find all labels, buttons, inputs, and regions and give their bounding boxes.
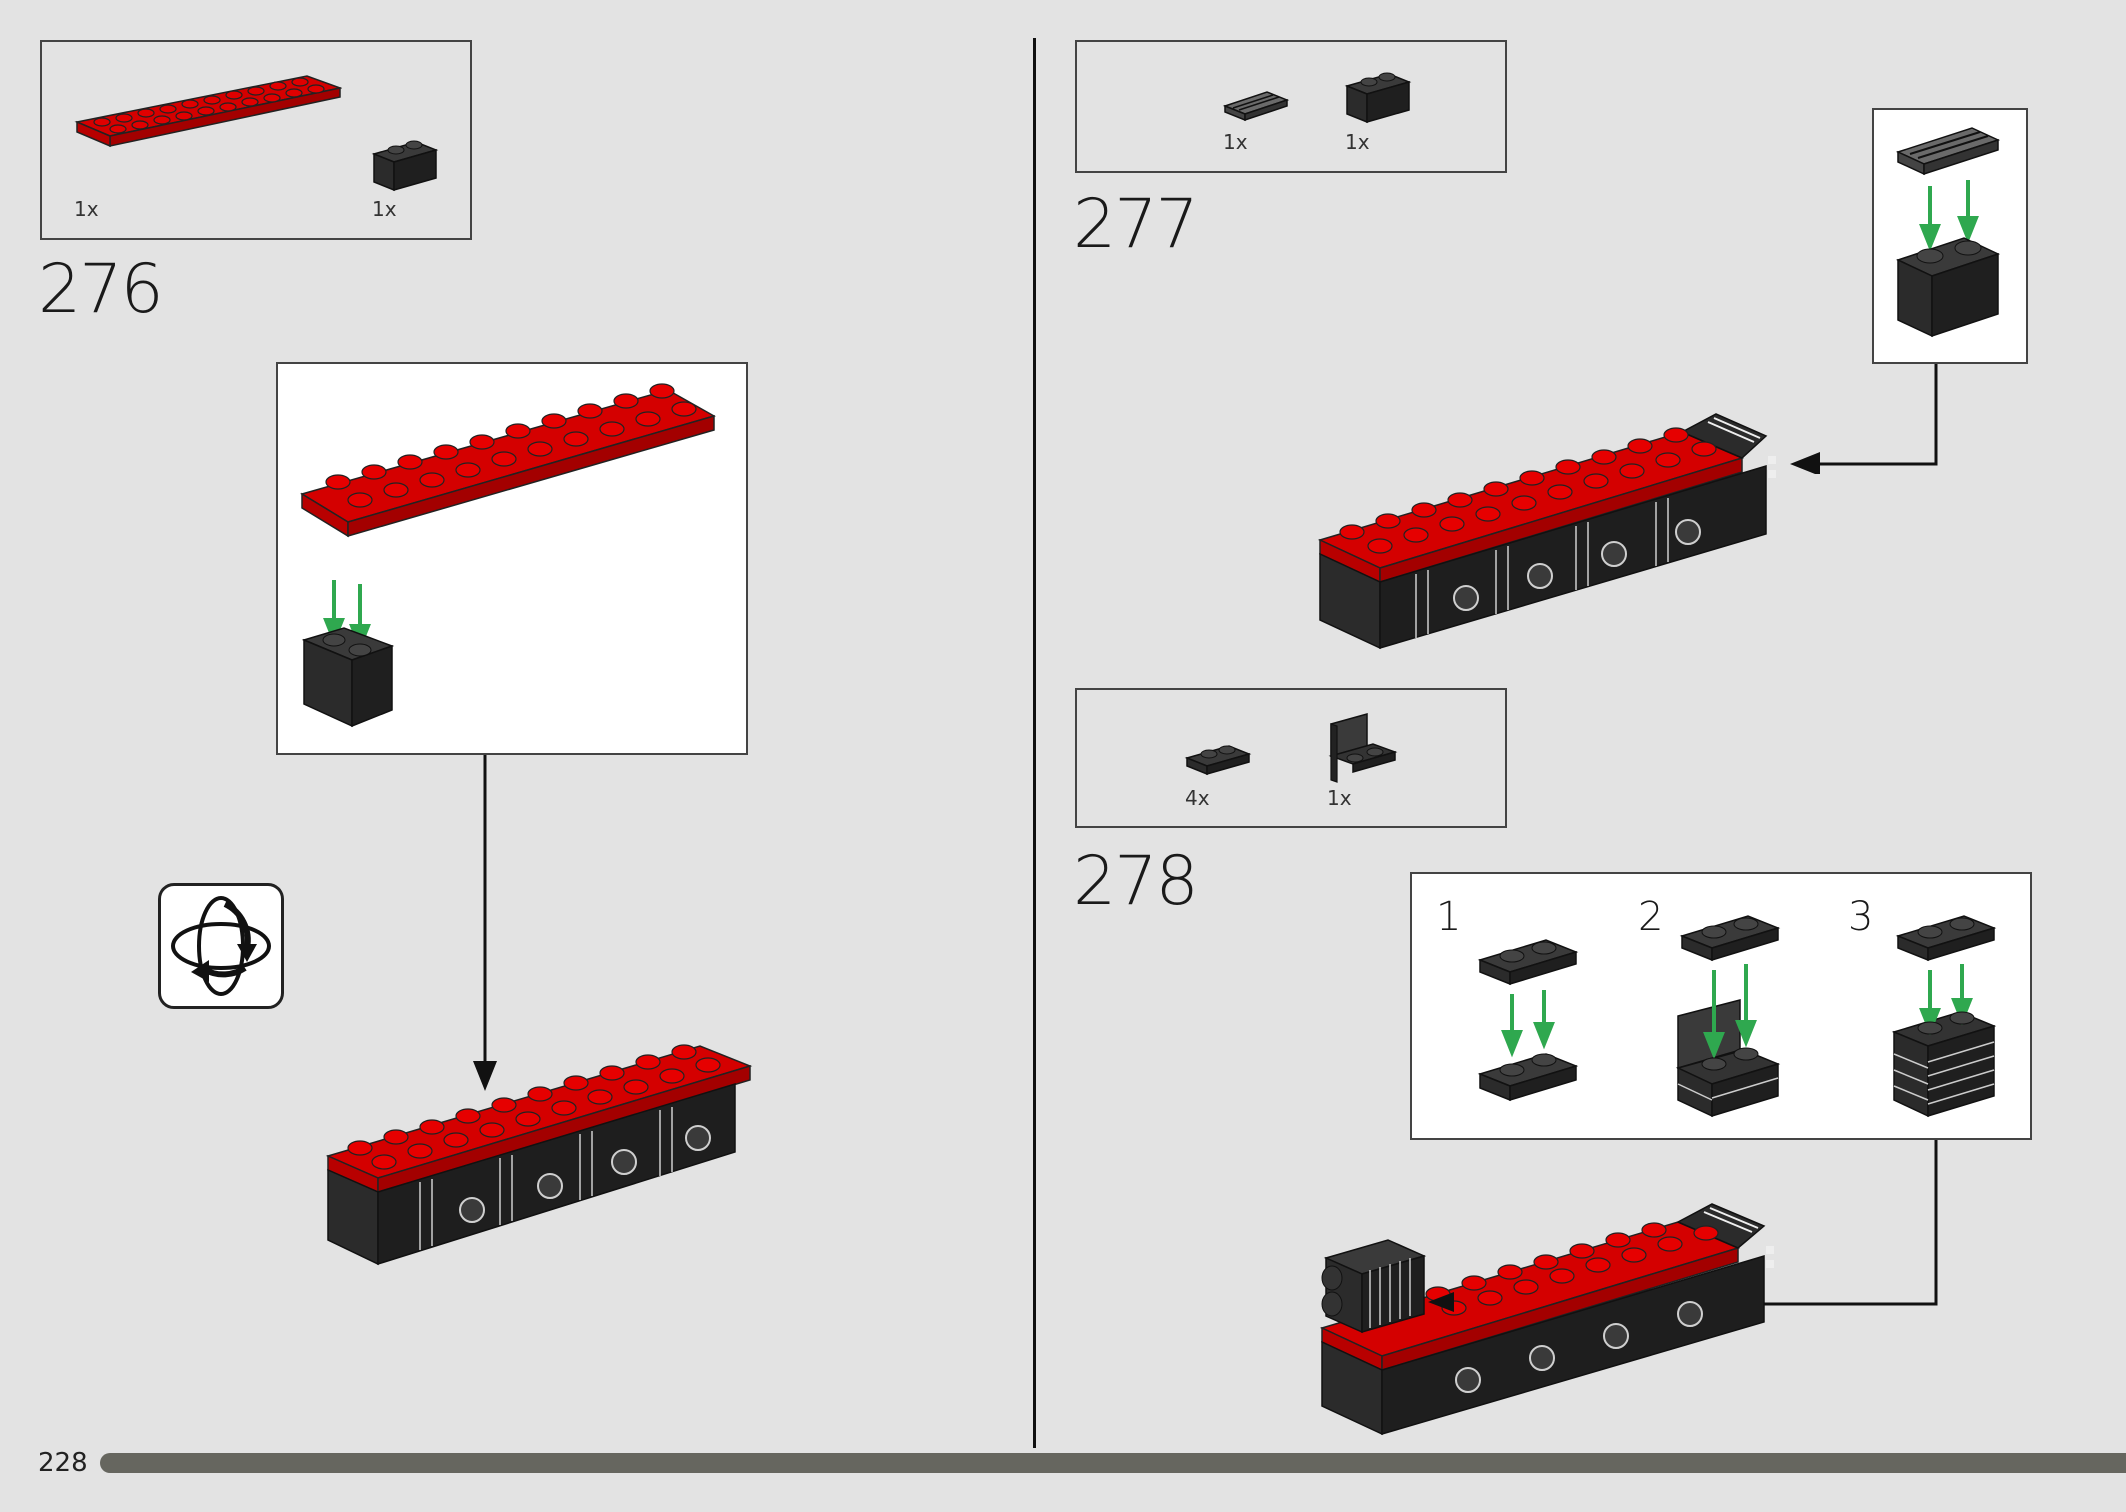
part-qty: 1x bbox=[1327, 786, 1352, 810]
connector-arrow bbox=[1790, 364, 1938, 474]
part-qty: 1x bbox=[74, 197, 99, 221]
step-number: 278 bbox=[1073, 842, 1199, 921]
substep-3-illustration bbox=[1891, 915, 1997, 1118]
parts-callout-278: 4x 1x bbox=[1075, 688, 1507, 828]
substep-number: 3 bbox=[1848, 894, 1874, 940]
part-qty: 1x bbox=[1345, 130, 1370, 154]
sub-assembly-callout-278: 1 2 3 bbox=[1410, 872, 2032, 1140]
sub-assembly-illustration bbox=[1895, 127, 2001, 338]
rotate-model-icon bbox=[158, 883, 284, 1009]
progress-bar bbox=[100, 1453, 2126, 1473]
connector-arrow bbox=[473, 755, 497, 1091]
sub-assembly-callout-277 bbox=[1872, 108, 2028, 364]
page-number: 228 bbox=[38, 1448, 88, 1478]
sub-assembly-illustration bbox=[300, 383, 716, 728]
substep-2-illustration bbox=[1675, 915, 1781, 1118]
grille-tile-1x2-icon bbox=[1222, 91, 1290, 122]
assembled-model-278 bbox=[1319, 1203, 1774, 1436]
substep-1-illustration bbox=[1477, 939, 1579, 1102]
part-qty: 1x bbox=[1223, 130, 1248, 154]
red-plate-2x10-icon bbox=[74, 75, 342, 148]
assembled-model-276 bbox=[325, 1044, 753, 1266]
parts-callout-277: 1x 1x bbox=[1075, 40, 1507, 173]
assembled-model-277 bbox=[1317, 413, 1776, 650]
substep-number: 2 bbox=[1638, 894, 1664, 940]
part-qty: 1x bbox=[372, 197, 397, 221]
sub-assembly-callout-276 bbox=[276, 362, 748, 755]
parts-callout-276: 1x 1x bbox=[40, 40, 472, 240]
black-plate-1x2-icon bbox=[1184, 745, 1252, 776]
black-bracket-1x2-icon bbox=[1328, 713, 1398, 783]
step-number: 276 bbox=[38, 250, 164, 329]
part-qty: 4x bbox=[1185, 786, 1210, 810]
black-brick-1x2-icon bbox=[1344, 72, 1412, 124]
page-divider bbox=[1033, 38, 1036, 1448]
substep-number: 1 bbox=[1436, 894, 1462, 940]
step-number: 277 bbox=[1073, 185, 1199, 264]
black-brick-1x2-icon bbox=[371, 140, 439, 192]
